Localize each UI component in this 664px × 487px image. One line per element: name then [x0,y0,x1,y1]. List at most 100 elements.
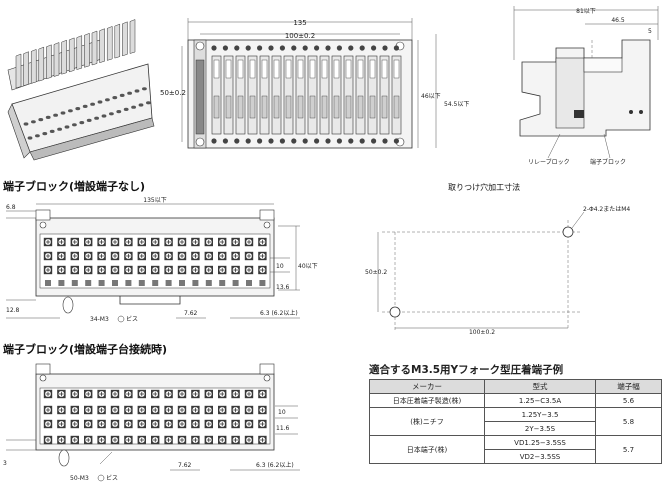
screw-icon [211,138,217,144]
cell-model: 1.25Y−3.5 [484,407,596,422]
col-header-width: 端子幅 [595,379,662,394]
screw-icon [137,237,146,247]
screw-icon [70,405,79,415]
screw-icon [70,265,79,275]
screw-icon [231,405,240,415]
screw-icon [291,138,297,144]
screw-icon [177,237,187,247]
top-pitch-label: 100±0.2 [285,32,315,40]
top-height-label: 50±0.2 [160,89,186,97]
top-view-drawing: 135 100±0.2 50±0.2 46以下 54.5以下 [160,18,469,149]
relay-module [271,55,282,135]
screw-icon [105,98,110,102]
blockA-10-label: 10 [276,263,284,270]
screw-icon [110,251,120,261]
relay-module [38,46,45,82]
mount-holes-drawing: 2-Φ4.2またはM4 50±0.2 100±0.2 [365,206,630,336]
relay-module [259,55,270,135]
product-isometric [7,19,155,161]
screw-icon [57,265,66,275]
screw-icon [84,237,93,247]
screw-icon [177,251,187,261]
screw-icon [244,251,254,261]
blockB-3-label: 3 [3,460,7,467]
screw-icon [101,114,107,118]
screw-icon [43,237,53,247]
screw-icon [110,389,120,399]
screw-icon [218,389,227,399]
screw-icon [191,237,200,247]
blockA-screws-suffix: ビス [126,315,138,323]
screw-icon [222,138,228,144]
screw-icon [97,389,106,399]
screw-icon [57,419,66,429]
screw-icon [137,251,146,261]
screw-icon [177,419,187,429]
cell-width: 5.8 [595,407,662,436]
relay-module [61,39,67,75]
terminal-block-a-drawing: 135以下 6.8 12.8 40以下 10 13.6 7.62 6.3 (6.… [6,197,318,323]
screw-icon [218,435,227,445]
screw-icon [124,389,133,399]
relay-module [247,55,258,135]
screw-icon [94,116,99,120]
blockA-screw-pitch-label: 6.3 (6.2以上) [260,309,298,317]
screw-icon [123,107,129,111]
screw-icon [258,419,267,429]
screw-icon [60,111,66,115]
relay-module [106,26,113,61]
relay-module [114,23,121,59]
screw-icon [57,237,66,247]
relay-module [76,35,83,70]
screw-icon [119,93,125,97]
relay-module [122,21,128,57]
screw-icon [204,389,213,399]
relay-module [53,42,60,77]
screw-icon [70,435,79,445]
cell-maker: 日本圧着端子製造(株) [369,393,485,408]
screw-icon [97,435,106,445]
table-row: VD2−3.5SS [370,449,662,464]
screw-icon [84,405,93,415]
cell-width: 5.6 [595,393,662,408]
screw-icon [43,389,53,399]
screw-icon [218,251,227,261]
screw-icon [151,237,160,247]
screw-icon [86,118,92,122]
screw-icon [325,45,331,51]
screw-icon [164,265,173,275]
screw-icon [137,435,146,445]
col-header-model: 型式 [484,379,596,394]
screw-icon [302,45,308,51]
screw-icon [231,265,240,275]
screw-icon [177,435,187,445]
cell-model: 2Y−3.5S [484,421,596,436]
blockA-width-label: 135以下 [143,197,166,204]
screw-icon [218,265,227,275]
screw-icon [112,96,118,100]
screw-icon [258,435,267,445]
relay-module [391,55,402,135]
screw-icon [84,389,93,399]
screw-icon [27,136,33,140]
screw-icon [164,251,173,261]
terminal-table-title: 適合するM3.5用Yフォーク型圧着端子例 [369,364,564,376]
relay-module [211,55,222,135]
screw-icon [45,115,51,119]
terminal-block-b-drawing: 10 11.6 3 7.62 6.3 (6.2以上) 50-M3 ビス [3,363,300,482]
screw-icon [218,405,227,415]
blockB-11-label: 11.6 [276,425,290,432]
relay-module [283,55,294,135]
screw-icon [151,389,160,399]
screw-icon [151,265,160,275]
blockB-pitch-label: 7.62 [178,462,192,469]
screw-icon [57,251,66,261]
screw-icon [43,435,53,445]
screw-icon [124,419,133,429]
cell-width: 5.7 [595,435,662,464]
blockA-top-label: 6.8 [6,204,16,211]
screw-icon [57,389,66,399]
screw-icon [127,91,132,95]
screw-icon [258,389,267,399]
screw-icon [257,45,263,51]
